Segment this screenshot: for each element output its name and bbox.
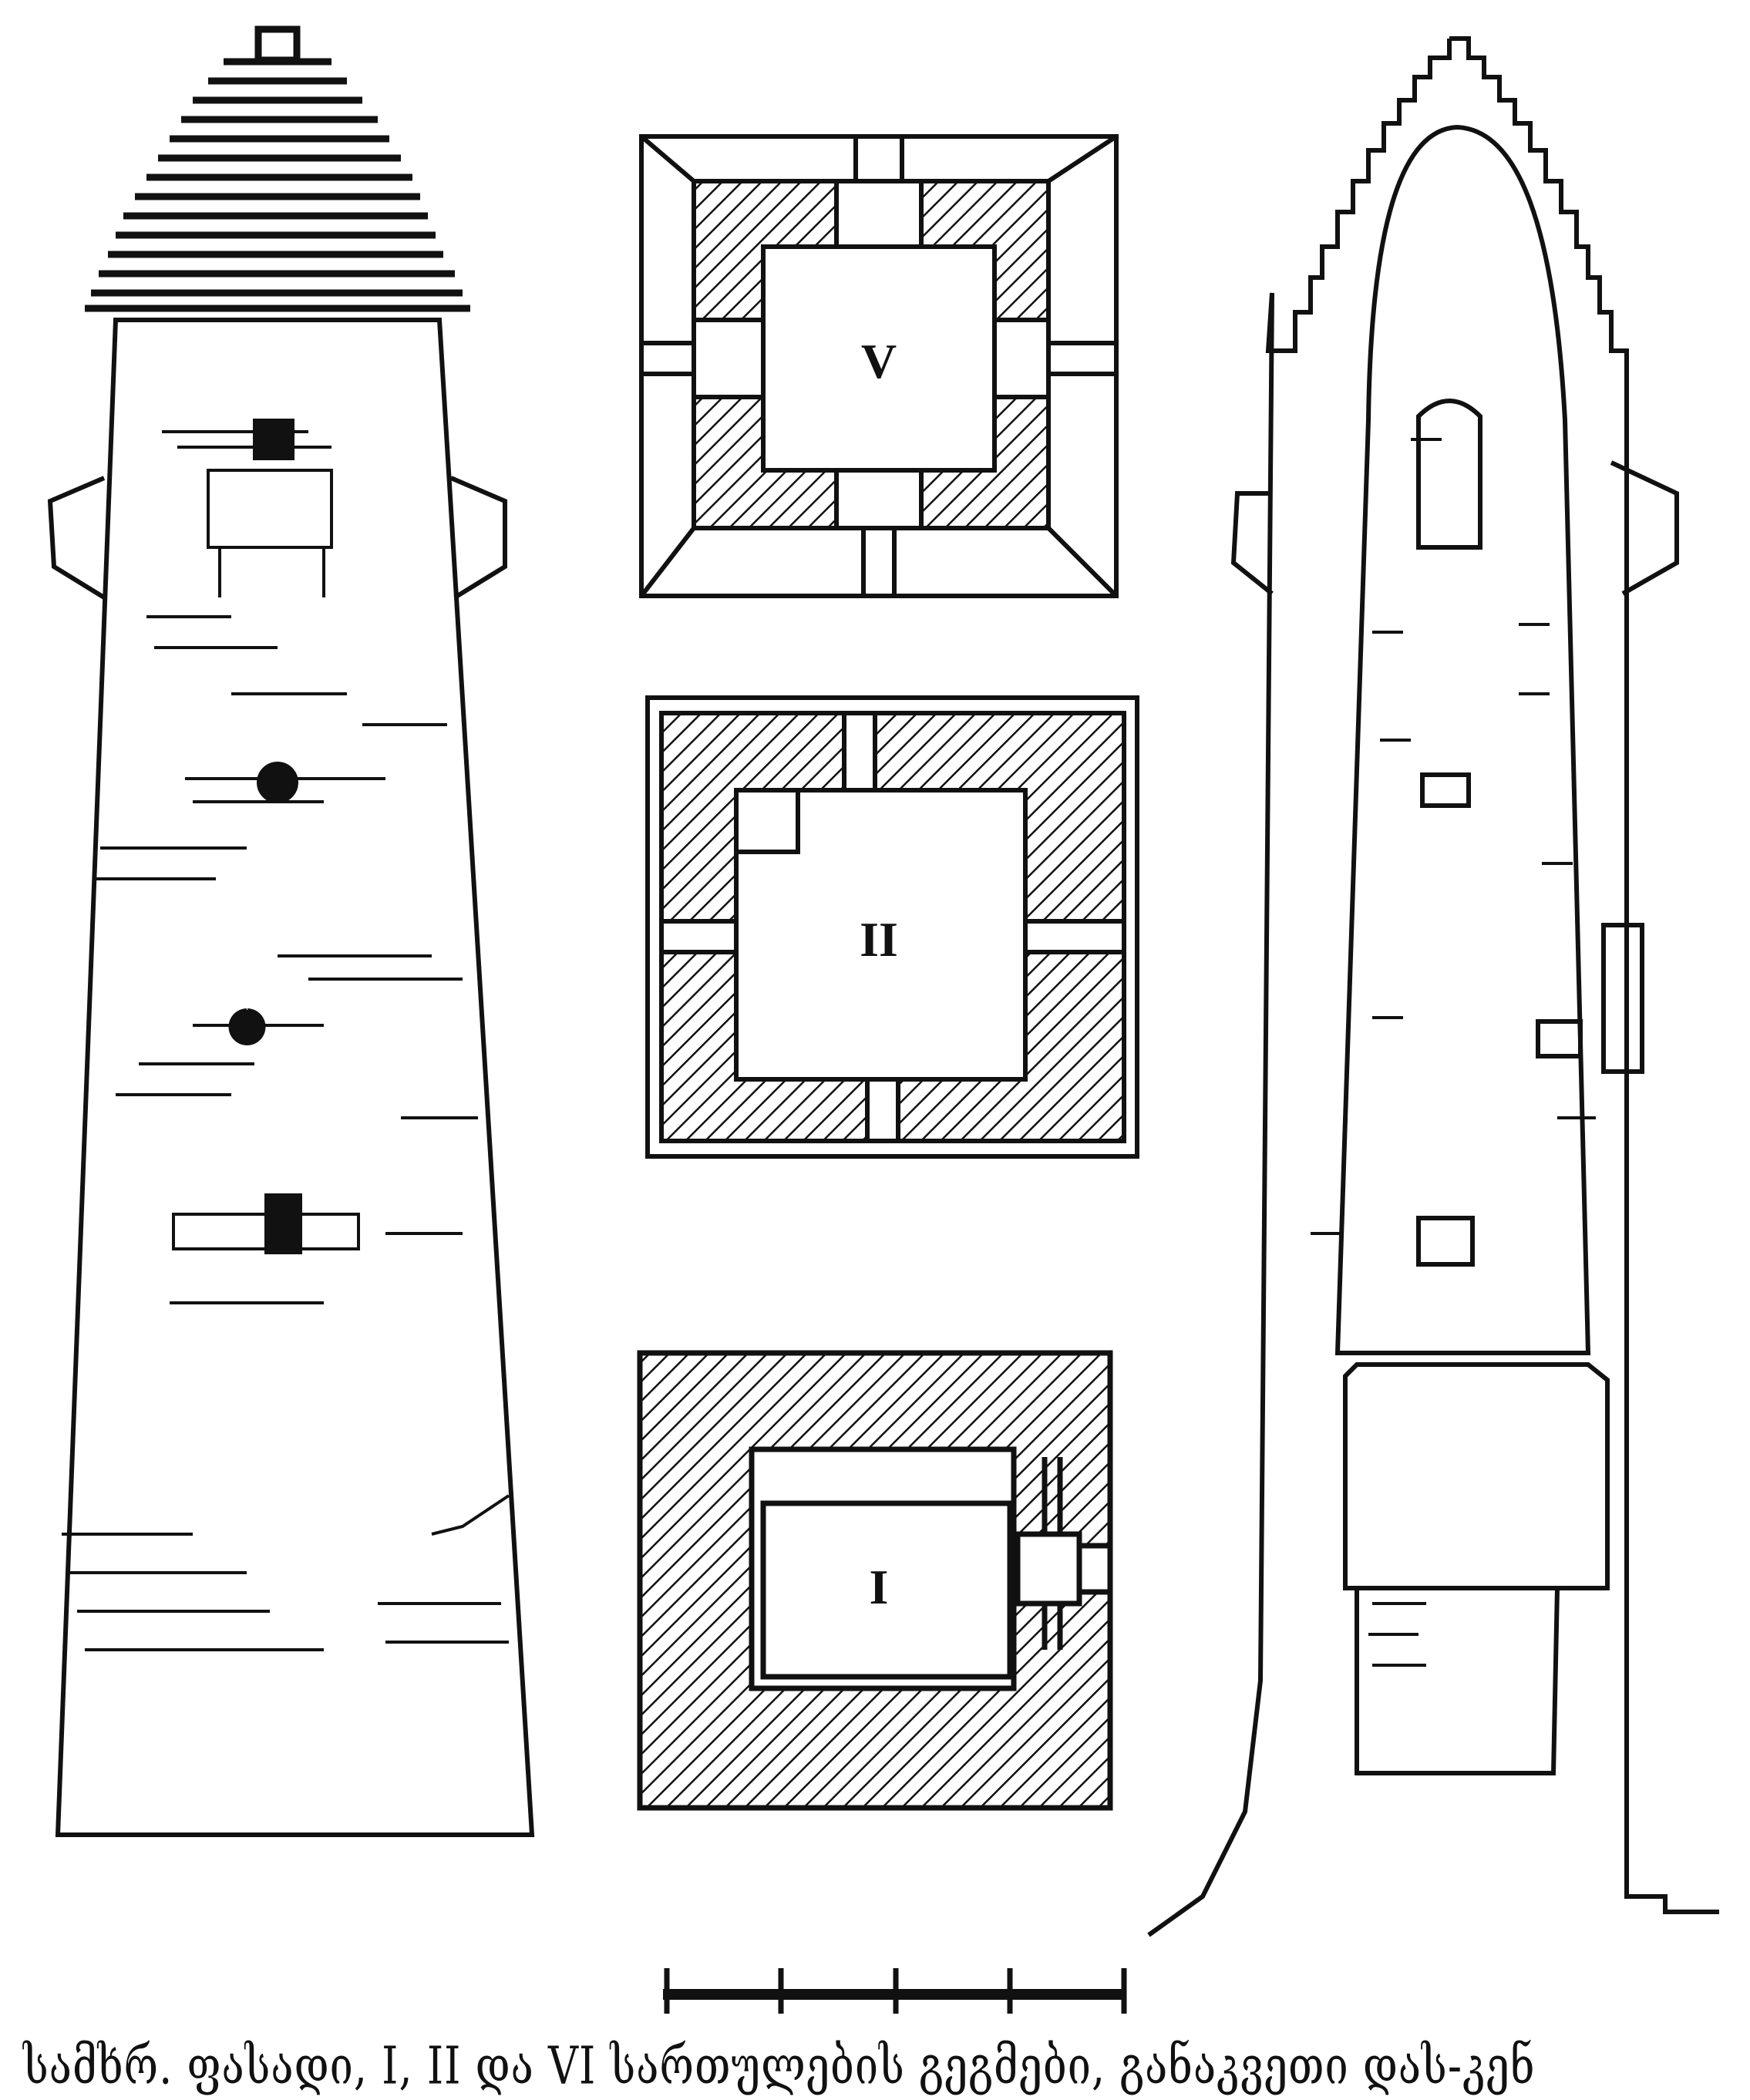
plan-label: V bbox=[861, 334, 897, 389]
stepped-roof bbox=[85, 25, 470, 312]
plan-label: I bbox=[870, 1560, 889, 1614]
floor-plan-i: I bbox=[637, 1350, 1113, 1811]
cross-section bbox=[1147, 36, 1719, 1937]
plan-label: II bbox=[860, 912, 898, 967]
scale-bar bbox=[663, 1968, 1127, 2014]
figure-caption: სამხრ. ფასადი, I, II და VI სართულების გე… bbox=[23, 2035, 1536, 2096]
floor-plan-ii: II bbox=[645, 695, 1139, 1159]
floor-plan-v: V bbox=[639, 134, 1119, 598]
masonry-patches bbox=[62, 419, 510, 1651]
south-facade bbox=[47, 25, 535, 1837]
